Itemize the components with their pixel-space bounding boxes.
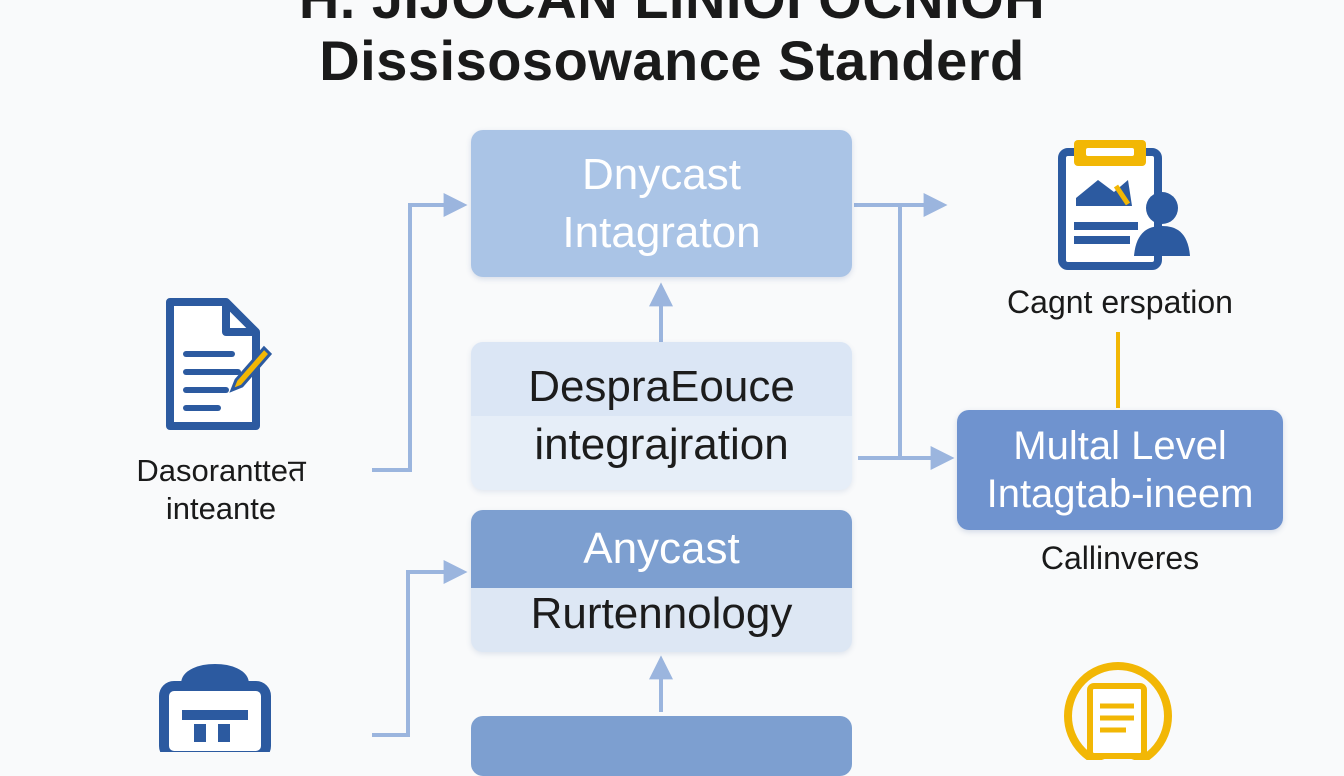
document-search-icon: [1064, 662, 1172, 760]
left-document-label: Dasorantteत inteante: [96, 452, 346, 528]
multal-level-box: Multal Level Intagtab-ineem: [957, 410, 1283, 530]
bottom-partial-box: [471, 716, 852, 776]
despra-line2: integrajration: [534, 420, 789, 469]
left-label-line2: inteante: [165, 491, 277, 526]
anycast-technology-box: Anycast Rurtennology: [471, 510, 852, 652]
dynycast-line1: Dnycast: [582, 149, 741, 199]
document-pen-icon: [166, 298, 272, 430]
despra-integration-box: DespraEouce integrajration: [471, 342, 852, 490]
arrow-left-to-dynycast: [372, 193, 468, 472]
database-icon: [159, 664, 271, 752]
callinveres-label: Callinveres: [1040, 540, 1200, 576]
dynycast-line2: Intagraton: [562, 207, 761, 257]
id-card-icon: [1058, 140, 1190, 270]
anycast-line1: Anycast: [583, 524, 740, 573]
anycast-line2: Rurtennology: [530, 589, 793, 638]
connector-lines: [372, 193, 1120, 737]
diagram-title: Dissisosowance Standerd: [319, 29, 1025, 92]
cagnt-label: Cagnt erspation: [1007, 284, 1233, 320]
multal-line1: Multal Level: [1013, 424, 1227, 468]
despra-line1: DespraEouce: [528, 362, 795, 411]
left-label-line1: Dasorantteत: [136, 453, 306, 488]
arrow-left-to-anycast: [372, 560, 468, 737]
multal-line2: Intagtab-ineem: [986, 472, 1254, 516]
diagram-title-top: H. JIJOCAN LINIOI OCNIOH: [0, 0, 1344, 31]
dynycast-integration-box: Dnycast Intagraton: [471, 130, 852, 277]
